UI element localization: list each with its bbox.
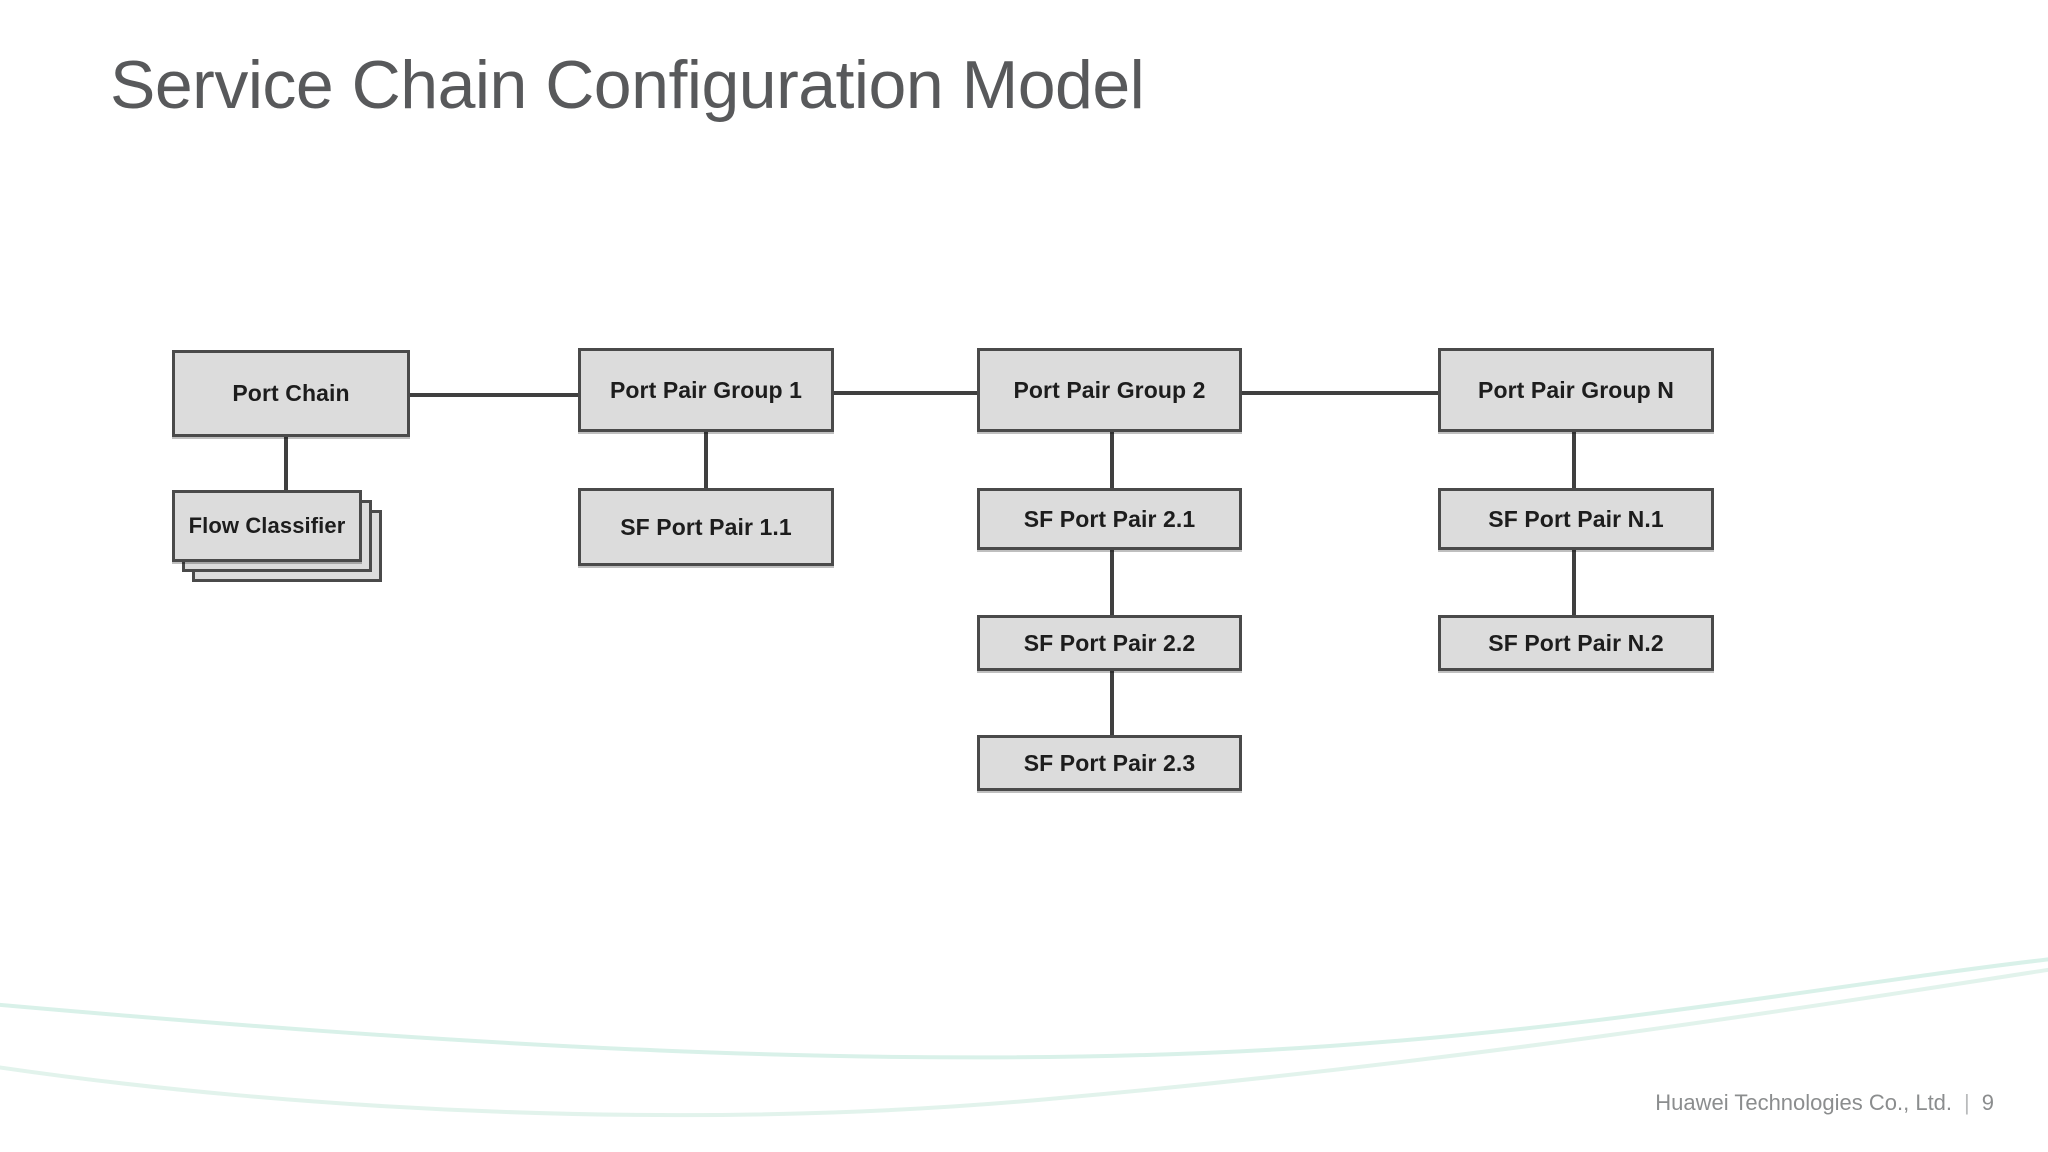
node-sf-port-pair-2-1[interactable]: SF Port Pair 2.1	[977, 488, 1242, 550]
footer-company: Huawei Technologies Co., Ltd.	[1655, 1090, 1953, 1115]
edge-port-chain-to-flow-classifier	[284, 436, 288, 492]
page-title: Service Chain Configuration Model	[110, 47, 1145, 123]
node-sf-port-pair-2-2[interactable]: SF Port Pair 2.2	[977, 615, 1242, 671]
node-flow-classifier[interactable]: Flow Classifier	[172, 490, 362, 562]
edge-sfppn1-to-sfppn2	[1572, 550, 1576, 615]
edge-ppg1-to-ppg2	[832, 391, 979, 395]
footer-separator: |	[1964, 1090, 1970, 1115]
footer-page-number: 9	[1981, 1090, 1994, 1115]
node-port-pair-group-n[interactable]: Port Pair Group N	[1438, 348, 1714, 432]
node-sf-port-pair-1-1[interactable]: SF Port Pair 1.1	[578, 488, 834, 566]
node-sf-port-pair-2-3[interactable]: SF Port Pair 2.3	[977, 735, 1242, 791]
node-port-pair-group-1[interactable]: Port Pair Group 1	[578, 348, 834, 432]
edge-sfpp22-to-sfpp23	[1110, 670, 1114, 736]
edge-ppg2-to-ppgn	[1238, 391, 1438, 395]
node-flow-classifier-stack[interactable]: Flow Classifier	[172, 490, 387, 587]
edge-ppgn-to-sfppn1	[1572, 432, 1576, 488]
edge-ppg2-to-sfpp21	[1110, 432, 1114, 488]
edge-sfpp21-to-sfpp22	[1110, 550, 1114, 615]
node-port-pair-group-2[interactable]: Port Pair Group 2	[977, 348, 1242, 432]
slide-footer: Huawei Technologies Co., Ltd. | 9	[1655, 1090, 1994, 1116]
edge-ppg1-to-sfpp11	[704, 432, 708, 490]
node-port-chain[interactable]: Port Chain	[172, 350, 410, 437]
node-sf-port-pair-n-2[interactable]: SF Port Pair N.2	[1438, 615, 1714, 671]
edge-port-chain-to-ppg1	[406, 393, 582, 397]
node-sf-port-pair-n-1[interactable]: SF Port Pair N.1	[1438, 488, 1714, 550]
